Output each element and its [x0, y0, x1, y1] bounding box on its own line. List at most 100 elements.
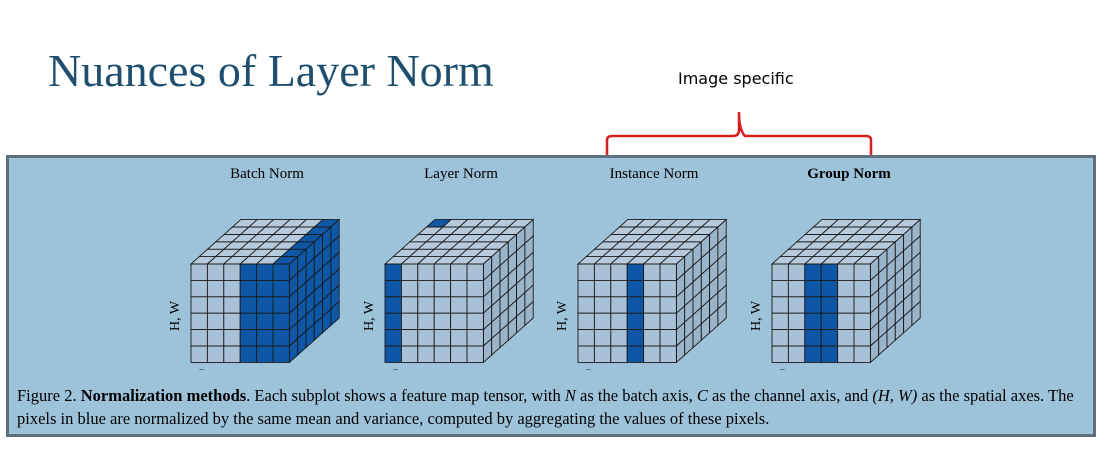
- cube-front-cell: [593, 296, 612, 314]
- cube-front-cell: [384, 329, 402, 347]
- cube-front-cell: [272, 312, 290, 331]
- cube-front-cell: [643, 296, 661, 314]
- cube-front-cell: [450, 279, 468, 298]
- cube-front-cell: [417, 345, 435, 363]
- cube-front-cell: [853, 345, 871, 363]
- cube-front-cell: [804, 312, 822, 331]
- cube-front-cell: [417, 329, 435, 347]
- cube-front-cell: [577, 296, 595, 314]
- cube-front-cell: [771, 345, 789, 363]
- cube-front-cell: [659, 345, 677, 363]
- cube-front-cell: [787, 329, 806, 347]
- cube-front-cell: [593, 345, 612, 363]
- cube-front-cell: [577, 345, 595, 363]
- cube-front-cell: [384, 263, 402, 281]
- panel-title-batch: Batch Norm: [230, 166, 304, 182]
- cube-front-cell: [272, 296, 290, 314]
- cube-side-cell: [524, 300, 534, 327]
- caption-hw: (H, W): [872, 386, 918, 405]
- cube-front-cell: [593, 263, 612, 281]
- cube-front-cell: [400, 263, 419, 281]
- cube-front-cell: [659, 279, 677, 298]
- cube-front-cell: [804, 263, 822, 281]
- cube-front-cell: [771, 296, 789, 314]
- cube-front-cell: [272, 345, 290, 363]
- cube-front-cell: [190, 279, 208, 298]
- cube-front-cell: [626, 296, 645, 314]
- cube-front-cell: [853, 329, 871, 347]
- axis-label-c: C: [390, 367, 399, 370]
- cube-front-cell: [272, 263, 290, 281]
- cube-front-cell: [820, 312, 839, 331]
- cube-front-cell: [239, 312, 258, 331]
- cube-front-cell: [256, 263, 274, 281]
- axis-label-n: N: [463, 368, 473, 370]
- cube-front-cell: [190, 296, 208, 314]
- cube-side-cell: [717, 300, 727, 327]
- cube-front-cell: [400, 345, 419, 363]
- cube-front-cell: [190, 345, 208, 363]
- cube-front-cell: [450, 312, 468, 331]
- cube-front-cell: [771, 263, 789, 281]
- cube-front-cell: [643, 329, 661, 347]
- caption-part4: as the spatial axes. The pixels in blue …: [17, 386, 1074, 428]
- cube-front-cell: [820, 329, 839, 347]
- cube-front-cell: [433, 329, 452, 347]
- cube-front-cell: [820, 345, 839, 363]
- cube-side-cell: [330, 300, 340, 327]
- cube-front-cell: [837, 345, 855, 363]
- cube-front-cell: [256, 312, 274, 331]
- cube-front-cell: [837, 263, 855, 281]
- cube-front-cell: [577, 312, 595, 331]
- cube-front-cell: [466, 312, 484, 331]
- cube-front-cell: [190, 329, 208, 347]
- slide-title: Nuances of Layer Norm: [48, 45, 494, 96]
- cube-front-cell: [466, 263, 484, 281]
- caption-n: N: [564, 386, 576, 405]
- cube-front-cell: [787, 345, 806, 363]
- cube-front-cell: [820, 279, 839, 298]
- cube-front-cell: [384, 345, 402, 363]
- cube-front-cell: [190, 263, 208, 281]
- figure-caption: Figure 2. Normalization methods. Each su…: [17, 384, 1087, 430]
- cube-front-cell: [626, 279, 645, 298]
- cube-front-cell: [223, 329, 241, 347]
- cube-front-cell: [272, 279, 290, 298]
- cube-front-cell: [400, 296, 419, 314]
- cube-front-cell: [577, 329, 595, 347]
- cube-front-cell: [659, 296, 677, 314]
- cube-front-cell: [384, 279, 402, 298]
- cube-front-cell: [400, 279, 419, 298]
- axis-label-c: C: [583, 367, 592, 370]
- caption-bold: Normalization methods: [80, 386, 247, 405]
- cube-front-cell: [771, 329, 789, 347]
- cube-front-cell: [787, 296, 806, 314]
- cube-front-cell: [256, 329, 274, 347]
- cube-front-cell: [804, 329, 822, 347]
- cube-front-cell: [256, 345, 274, 363]
- panel-title-instance: Instance Norm: [609, 166, 699, 182]
- cube-front-cell: [787, 263, 806, 281]
- cube-front-cell: [837, 296, 855, 314]
- cube-front-cell: [206, 263, 225, 281]
- cube-front-cell: [239, 279, 258, 298]
- cube-front-cell: [853, 312, 871, 331]
- cube-front-cell: [610, 345, 628, 363]
- tensor-cube-group: H, WCN: [749, 218, 922, 370]
- cube-front-cell: [206, 329, 225, 347]
- cube-front-cell: [466, 345, 484, 363]
- axis-label-n: N: [656, 368, 666, 370]
- cube-front-cell: [804, 279, 822, 298]
- cube-front-cell: [466, 329, 484, 347]
- cube-front-cell: [643, 312, 661, 331]
- cube-front-cell: [433, 296, 452, 314]
- caption-part3: as the channel axis, and: [712, 386, 869, 405]
- cube-front-cell: [771, 279, 789, 298]
- axis-label-hw: H, W: [555, 300, 570, 331]
- cube-front-cell: [820, 296, 839, 314]
- cube-front-cell: [206, 279, 225, 298]
- cube-front-cell: [643, 345, 661, 363]
- axis-label-n: N: [269, 368, 279, 370]
- cube-front-cell: [384, 312, 402, 331]
- cube-front-cell: [593, 279, 612, 298]
